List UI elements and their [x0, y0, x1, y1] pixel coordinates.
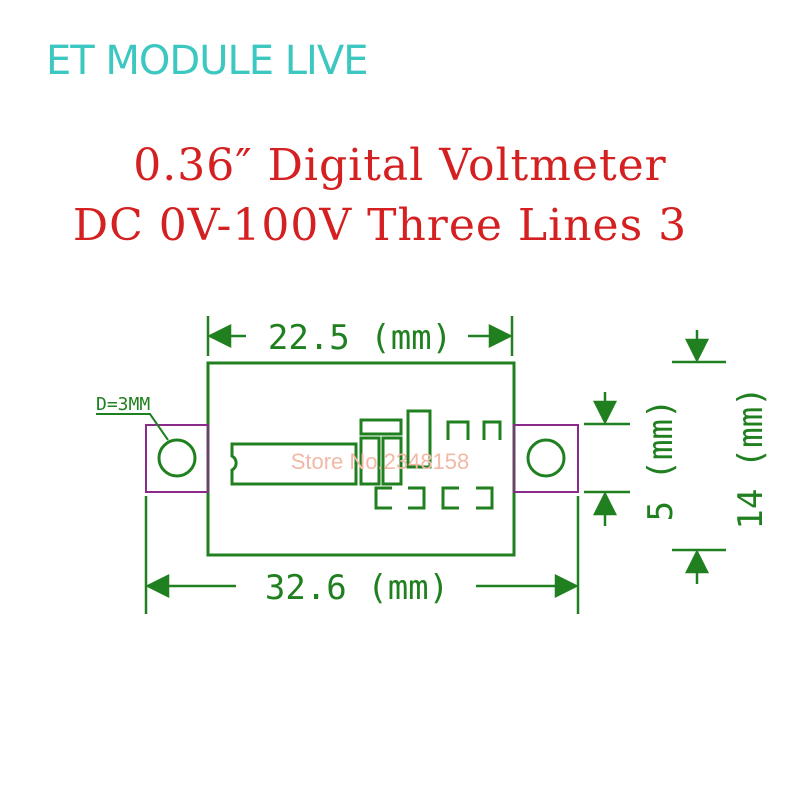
dim-hole-label: D=3MM	[96, 394, 150, 415]
dim-top-width-label: 22.5 (mm)	[268, 318, 452, 358]
store-watermark: Store No.2348158	[291, 449, 470, 474]
resistor-1	[446, 420, 470, 440]
chip-top	[359, 418, 403, 436]
chip-right	[381, 436, 403, 486]
dim-hole-leader	[96, 413, 169, 441]
brand-title: ET MODULE LIVE	[46, 38, 368, 84]
dim-top-width	[206, 316, 514, 356]
dim-total-width	[144, 496, 580, 614]
pad-2	[408, 486, 426, 510]
left-mount-hole	[157, 438, 197, 478]
pcb-components	[230, 409, 502, 510]
product-title-line2: DC 0V-100V Three Lines 3	[72, 200, 688, 251]
pad-3	[441, 486, 459, 510]
right-mount-tab	[513, 424, 579, 493]
right-mount-hole	[526, 438, 566, 478]
capacitor	[406, 409, 432, 469]
pad-4	[476, 486, 494, 510]
dim-inner-height-label: 5 (mm)	[641, 399, 681, 522]
chip-left	[359, 436, 381, 486]
dim-outer-height-label: 14 (mm)	[731, 386, 771, 529]
resistor-2	[482, 420, 502, 440]
dim-inner-height	[584, 392, 630, 526]
product-title-line1: 0.36″ Digital Voltmeter	[133, 140, 667, 191]
dim-outer-height	[672, 330, 726, 584]
left-mount-tab	[145, 424, 209, 493]
display-connector	[230, 442, 358, 486]
dim-total-width-label: 32.6 (mm)	[265, 568, 449, 608]
pad-1	[374, 486, 392, 510]
